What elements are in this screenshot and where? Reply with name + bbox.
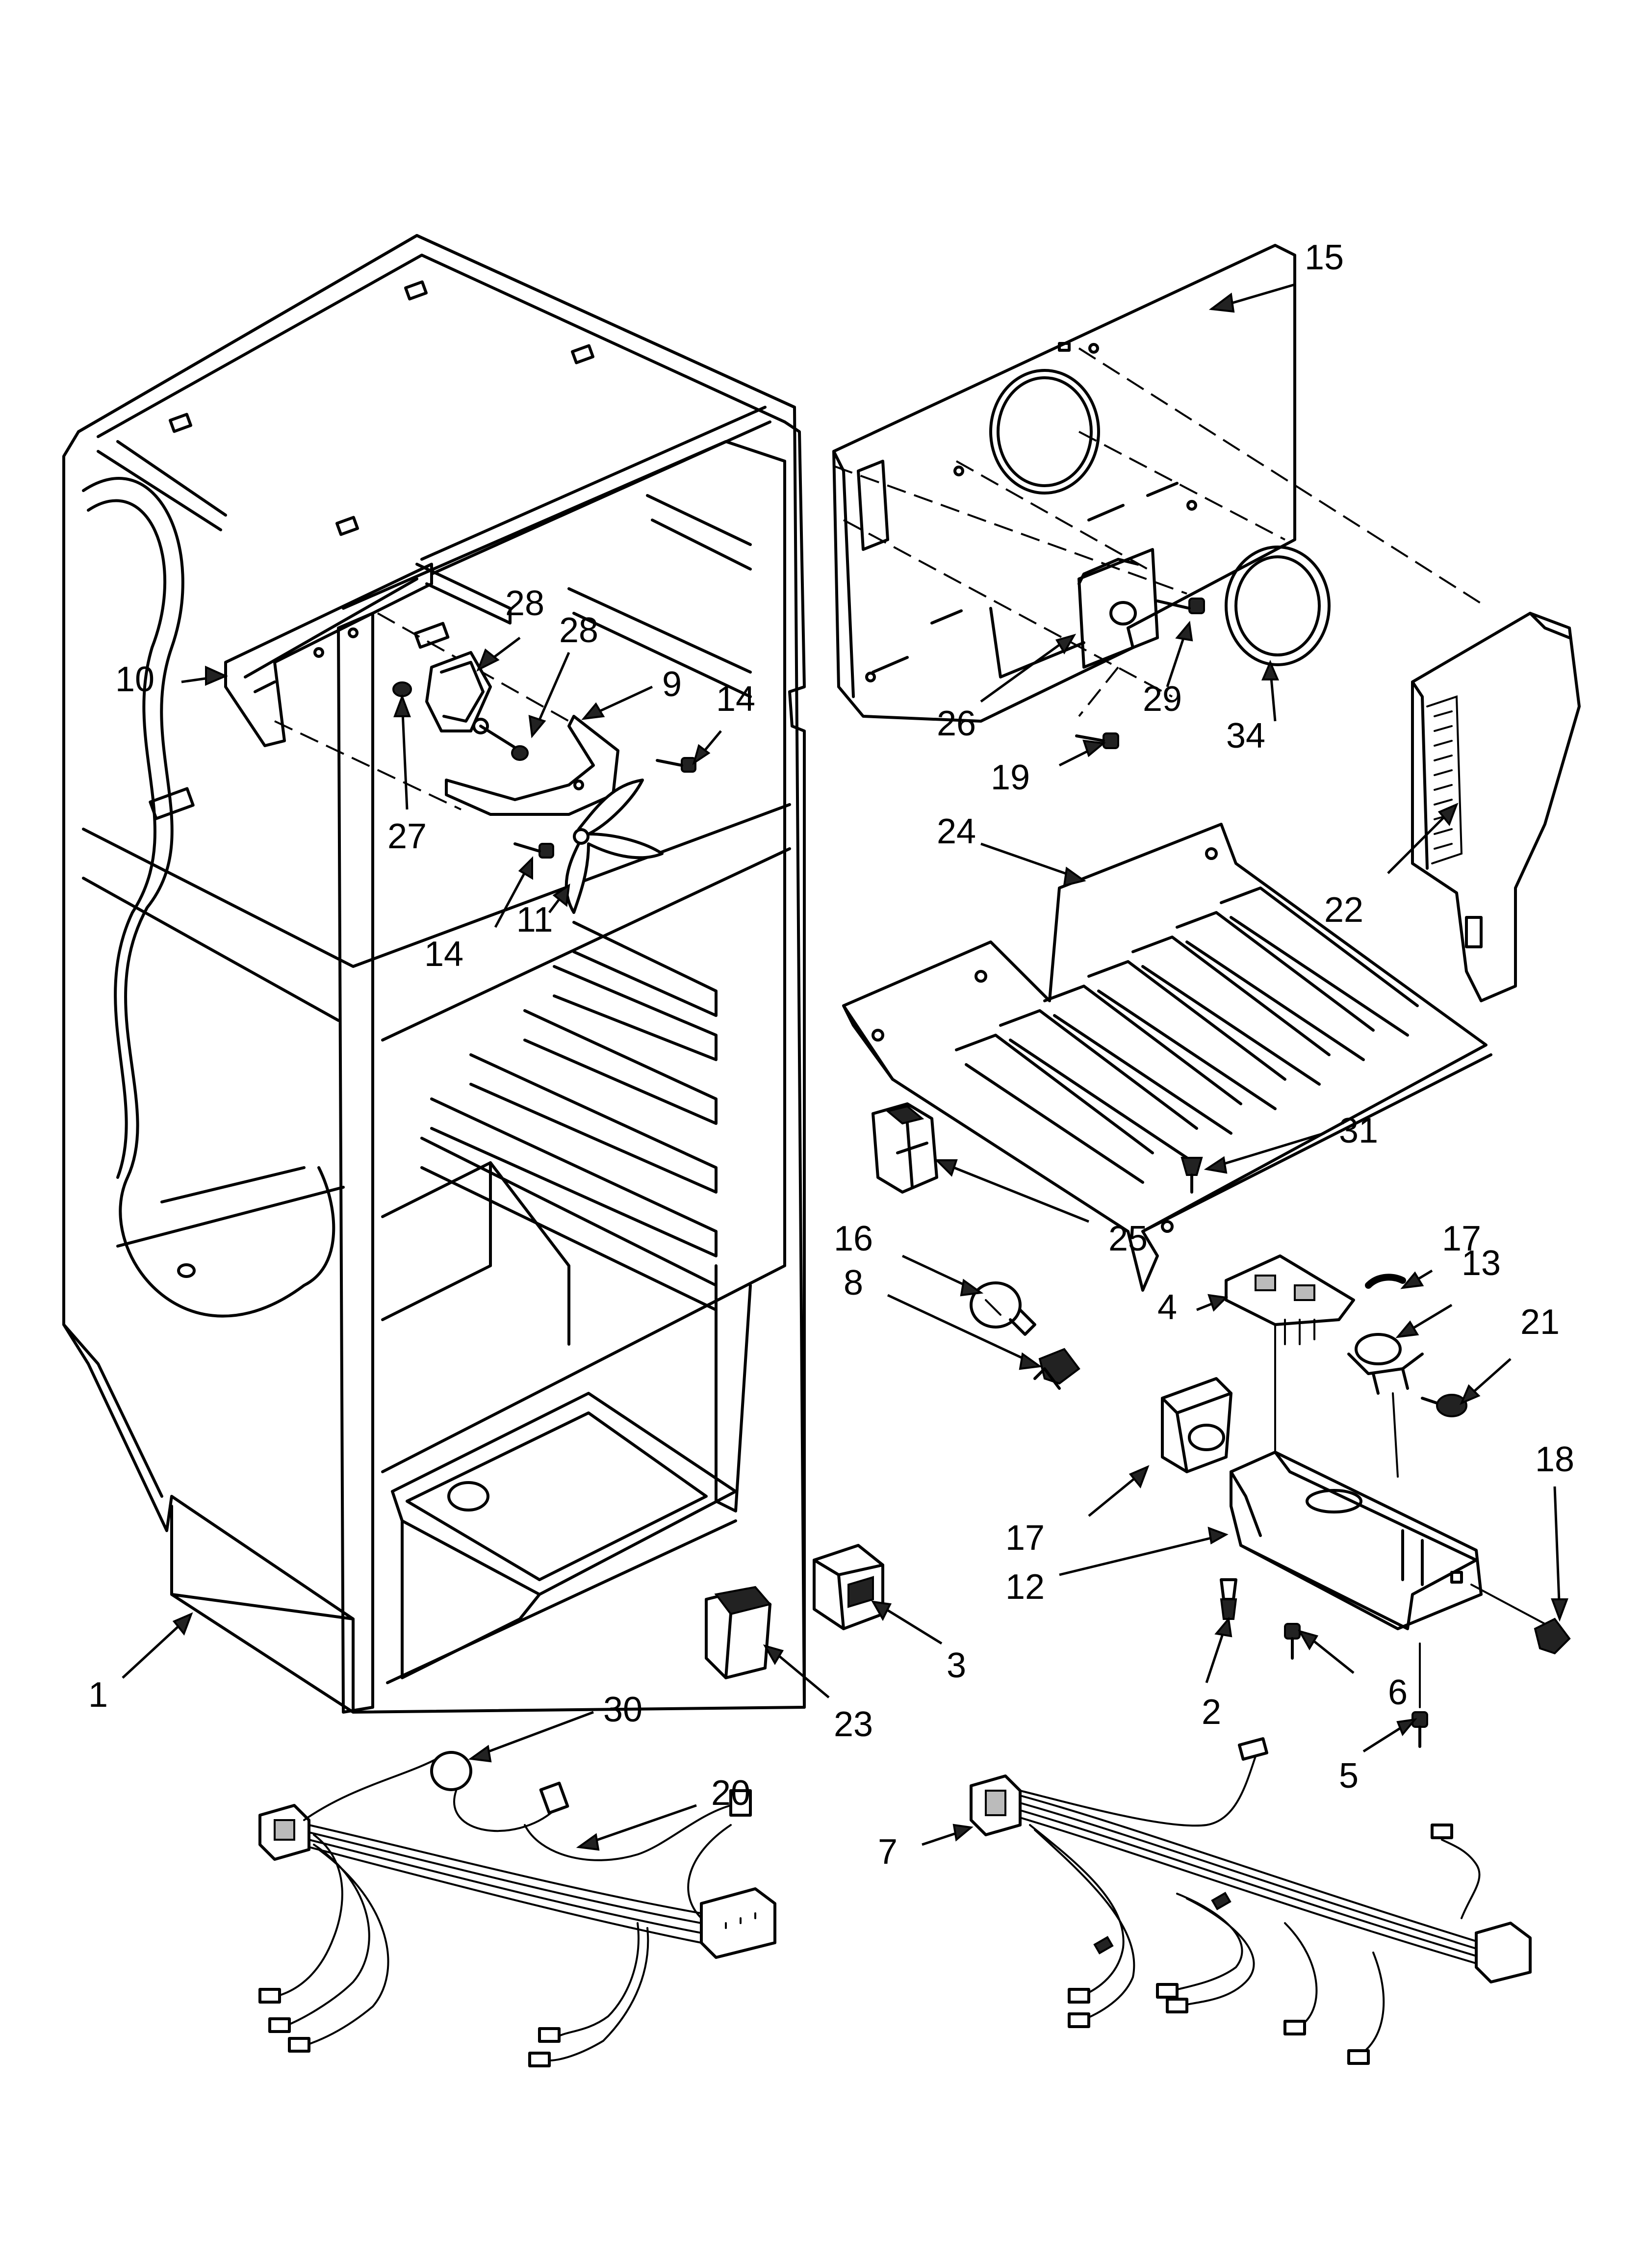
callout-10: 10 — [115, 660, 154, 699]
callout-11: 11 — [516, 900, 553, 939]
screw-14-lower — [513, 842, 554, 859]
connector-19 — [1534, 1617, 1571, 1655]
callout-12: 12 — [1005, 1567, 1045, 1607]
switch-3 — [813, 1544, 884, 1630]
callout-34: 34 — [1226, 716, 1265, 756]
callout-7: 7 — [878, 1832, 898, 1872]
air-duct — [1411, 612, 1581, 1002]
fan-bracket-10 — [224, 563, 569, 810]
motor-bracket-9 — [445, 715, 619, 816]
callout-28-left: 27 — [387, 817, 427, 856]
callout-9: 9 — [662, 665, 682, 704]
callout-22: 21 — [1520, 1303, 1560, 1342]
wire-harness-7 — [970, 1737, 1532, 2065]
tube-15 — [1365, 1274, 1406, 1289]
callout-14-lower: 14 — [424, 935, 463, 974]
callout-8: 8 — [844, 1263, 863, 1303]
screw-20 — [1075, 732, 1119, 749]
fan-shroud-ring — [1225, 546, 1331, 666]
shelf-ribs — [955, 886, 1419, 1184]
callout-31: 31 — [1339, 1111, 1378, 1150]
knob-22 — [1421, 1394, 1467, 1417]
callout-24: 23 — [834, 1705, 873, 1744]
callout-labels: 15 10 28 28 9 14 27 11 14 26 29 19 34 22… — [88, 238, 1574, 1872]
fan-blade-11 — [564, 779, 664, 914]
callout-20: 19 — [991, 758, 1030, 797]
rear-evaporator-panel — [832, 244, 1482, 723]
relay-24 — [705, 1586, 772, 1679]
callout-27: 26 — [937, 704, 976, 743]
thermostat-13 — [1347, 1333, 1424, 1478]
control-housing-12 — [1230, 1451, 1546, 1630]
callout-15: 17 — [1442, 1219, 1481, 1258]
callout-5: 5 — [1339, 1756, 1359, 1796]
callout-6: 6 — [1388, 1673, 1408, 1712]
callout-26: 25 — [1108, 1219, 1148, 1258]
light-shield-18 — [1161, 1377, 1232, 1473]
callout-1: 1 — [88, 1675, 108, 1715]
callout-14-upper: 14 — [716, 679, 755, 719]
callout-19: 18 — [1535, 1440, 1574, 1479]
callout-21: 20 — [711, 1773, 750, 1813]
callout-28-right: 28 — [559, 611, 598, 650]
callout-16: 15 — [1305, 238, 1344, 277]
callout-25: 24 — [937, 812, 976, 851]
screw-14-upper — [656, 757, 696, 773]
screw-2 — [1220, 1578, 1237, 1620]
wire-harness-21 — [258, 1751, 776, 2067]
callout-3: 3 — [947, 1646, 966, 1685]
light-bulb-17 — [970, 1281, 1036, 1336]
fan-motor-30 — [425, 651, 521, 752]
damper-housing-26 — [872, 1102, 938, 1194]
screw-6 — [1284, 1623, 1301, 1660]
grommet-28-right — [511, 745, 529, 761]
callout-4: 4 — [1157, 1288, 1177, 1327]
callout-13: 13 — [1462, 1244, 1501, 1283]
callout-29: 29 — [1143, 679, 1182, 719]
callout-23: 22 — [1324, 890, 1363, 930]
callout-32: 30 — [603, 1690, 642, 1729]
callout-2: 2 — [1202, 1693, 1221, 1732]
leader-lines — [122, 283, 1568, 1851]
callout-18: 17 — [1005, 1518, 1045, 1558]
light-socket-8 — [1033, 1348, 1080, 1390]
freezer-floor-shelf — [842, 823, 1492, 1292]
screw-5 — [1411, 1642, 1428, 1748]
screw-29 — [1156, 598, 1205, 614]
shelf-clip-31 — [1180, 1157, 1203, 1194]
callout-30: 28 — [505, 584, 544, 623]
callout-17: 16 — [834, 1219, 873, 1258]
